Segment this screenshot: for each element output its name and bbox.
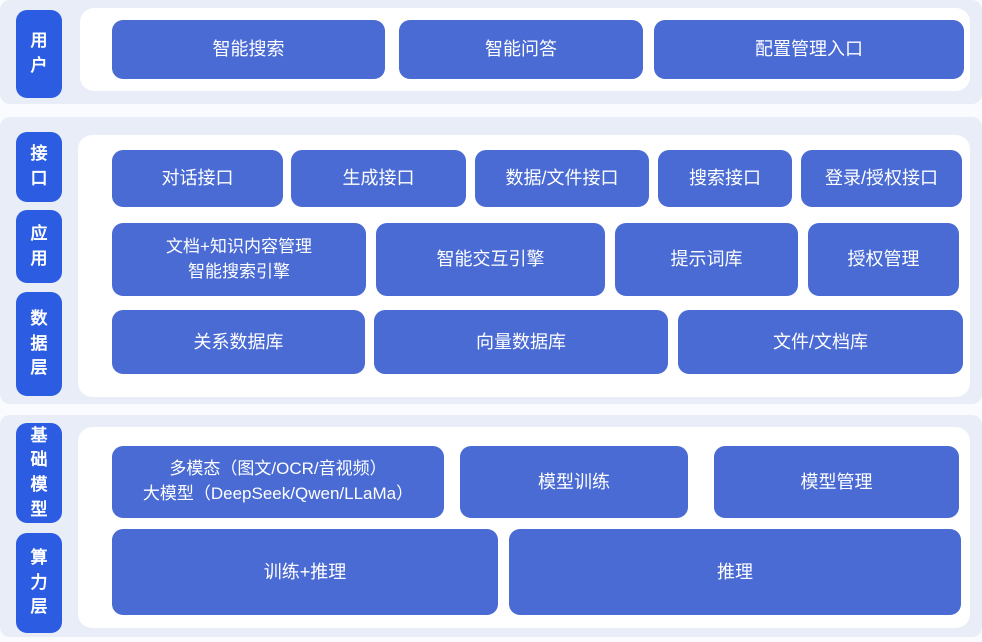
node-auth-management: 授权管理 — [808, 223, 959, 296]
node-inference-label: 推理 — [717, 561, 753, 582]
node-interactive-engine-label: 智能交互引擎 — [436, 249, 545, 270]
node-generate-api-label: 生成接口 — [342, 168, 415, 189]
node-file-doc-store: 文件/文档库 — [678, 310, 963, 374]
node-login-auth-api: 登录/授权接口 — [801, 150, 962, 207]
node-model-training: 模型训练 — [460, 446, 688, 518]
node-train-plus-infer: 训练+推理 — [112, 529, 498, 615]
layer-tag-interface: 接口 — [16, 132, 62, 202]
node-doc-knowledge-engine: 文档+知识内容管理 智能搜索引擎 — [112, 223, 366, 296]
layer-tag-compute-label: 算力层 — [30, 548, 48, 617]
layer-tag-compute: 算力层 — [16, 533, 62, 633]
node-config-entry: 配置管理入口 — [654, 20, 964, 79]
layer-tag-user: 用户 — [16, 10, 62, 98]
node-dialog-api-label: 对话接口 — [161, 168, 234, 189]
layer-tag-application: 应用 — [16, 210, 62, 283]
node-doc-knowledge-engine-line2: 智能搜索引擎 — [188, 261, 290, 281]
node-smart-search: 智能搜索 — [112, 20, 385, 79]
node-config-entry-label: 配置管理入口 — [755, 39, 863, 60]
layer-tag-foundation-model: 基础模型 — [16, 423, 62, 523]
node-smart-qa-label: 智能问答 — [485, 39, 557, 60]
node-file-doc-store-label: 文件/文档库 — [772, 331, 868, 352]
layer-tag-data: 数据层 — [16, 292, 62, 396]
node-vector-db: 向量数据库 — [374, 310, 668, 374]
node-relational-db: 关系数据库 — [112, 310, 365, 374]
node-prompt-lexicon-label: 提示词库 — [670, 249, 743, 270]
node-auth-management-label: 授权管理 — [847, 249, 920, 270]
node-login-auth-api-label: 登录/授权接口 — [824, 168, 938, 189]
node-model-management: 模型管理 — [714, 446, 959, 518]
node-data-file-api-label: 数据/文件接口 — [505, 168, 619, 189]
node-generate-api: 生成接口 — [291, 150, 466, 207]
node-vector-db-label: 向量数据库 — [476, 331, 566, 352]
node-multimodal-llm-line1: 多模态（图文/OCR/音视频） — [169, 459, 387, 479]
node-prompt-lexicon: 提示词库 — [615, 223, 798, 296]
layer-tag-foundation-model-label: 基础模型 — [30, 425, 48, 519]
node-doc-knowledge-engine-line1: 文档+知识内容管理 — [166, 236, 312, 256]
layer-tag-user-label: 用户 — [30, 31, 48, 75]
node-search-api: 搜索接口 — [658, 150, 792, 207]
node-smart-qa: 智能问答 — [399, 20, 643, 79]
layer-tag-interface-label: 接口 — [30, 144, 48, 188]
node-model-management-label: 模型管理 — [800, 471, 873, 492]
node-interactive-engine: 智能交互引擎 — [376, 223, 605, 296]
node-inference: 推理 — [509, 529, 961, 615]
node-model-training-label: 模型训练 — [538, 471, 610, 492]
node-train-plus-infer-label: 训练+推理 — [263, 561, 347, 582]
node-relational-db-label: 关系数据库 — [193, 331, 284, 352]
layer-tag-application-label: 应用 — [30, 223, 48, 268]
node-search-api-label: 搜索接口 — [689, 168, 761, 189]
node-smart-search-label: 智能搜索 — [212, 39, 285, 60]
node-multimodal-llm: 多模态（图文/OCR/音视频） 大模型（DeepSeek/Qwen/LLaMa） — [112, 446, 444, 518]
node-data-file-api: 数据/文件接口 — [475, 150, 649, 207]
node-multimodal-llm-line2: 大模型（DeepSeek/Qwen/LLaMa） — [142, 484, 414, 503]
layer-tag-data-label: 数据层 — [30, 309, 48, 378]
node-dialog-api: 对话接口 — [112, 150, 283, 207]
